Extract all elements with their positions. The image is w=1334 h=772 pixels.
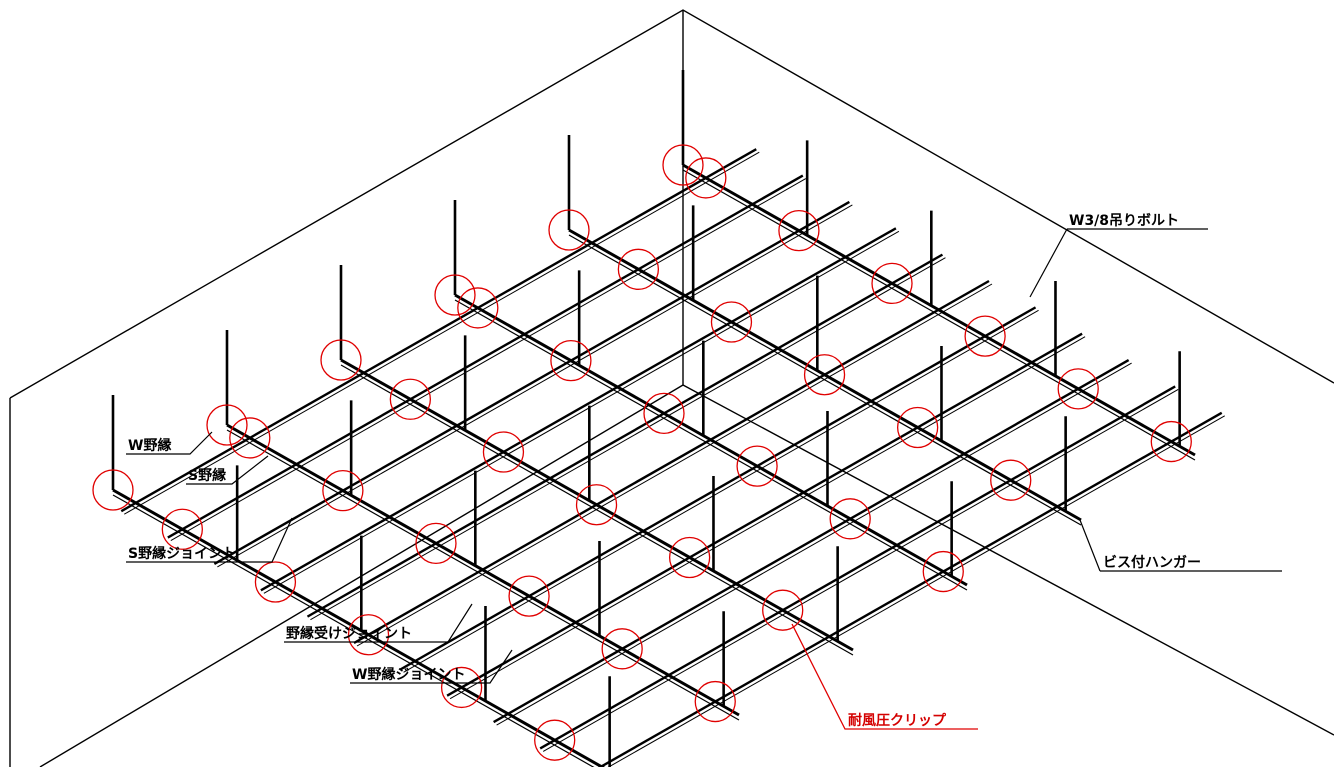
- clip-marker-icon: [508, 575, 550, 617]
- clip-marker-icon: [643, 392, 685, 435]
- runner-edge: [356, 283, 993, 647]
- clip-marker-icon: [575, 484, 618, 526]
- runner-line: [493, 359, 1130, 724]
- carrier-edge: [454, 299, 968, 591]
- carrier-line: [226, 423, 740, 717]
- clip-marker-icon: [550, 340, 592, 382]
- carrier-line: [112, 488, 614, 772]
- w-runner-leader: [126, 431, 213, 455]
- clip-marker-icon: [871, 262, 913, 305]
- clip-marker-icon: [668, 536, 711, 579]
- clip-marker-icon: [662, 144, 704, 186]
- s-joint-label: S野縁ジョイント: [128, 545, 236, 562]
- clip-marker-icon: [548, 209, 590, 251]
- runner-edge: [124, 151, 760, 515]
- hanger-label: ビス付ハンガー: [1103, 554, 1201, 571]
- carrier-edge: [112, 494, 604, 772]
- runner-edge: [170, 178, 807, 541]
- clip-label: 耐風圧クリップ: [848, 712, 947, 729]
- w-runner-label: W野縁: [128, 437, 171, 454]
- clip-marker-icon: [440, 666, 483, 709]
- clip-marker-icon: [389, 378, 432, 420]
- w-joint-leader: [350, 649, 513, 684]
- clip-marker-icon: [229, 417, 271, 459]
- clip-marker-icon: [762, 589, 804, 631]
- clip-leader: [791, 623, 978, 730]
- clip-marker-icon: [601, 628, 643, 670]
- s-runner-label: S野縁: [188, 467, 226, 484]
- room-walls: [9, 9, 1334, 768]
- clip-marker-icon: [322, 469, 364, 512]
- runner-line: [353, 279, 990, 645]
- runner-line: [260, 227, 897, 592]
- runner-edge: [542, 389, 1179, 752]
- carrier-edge: [682, 169, 1196, 461]
- clip-marker-icon: [922, 550, 964, 593]
- clip-marker-icon: [617, 248, 660, 290]
- carrier-line: [568, 228, 1082, 522]
- clip-markers: [92, 144, 1192, 761]
- clip-marker-icon: [534, 719, 576, 761]
- runner-edge: [310, 257, 946, 621]
- clip-marker-icon: [206, 404, 248, 446]
- ceiling-edge-line: [9, 9, 1334, 399]
- carrier-joint-label: 野縁受けジョイント: [286, 625, 412, 642]
- runner-line: [306, 253, 944, 618]
- clip-marker-icon: [990, 459, 1032, 501]
- runner-edge: [598, 415, 1225, 772]
- clip-marker-icon: [1057, 368, 1099, 410]
- runner-line: [399, 306, 1037, 671]
- clip-marker-icon: [415, 522, 457, 565]
- floor-right-line: [682, 384, 1334, 736]
- runner-line: [120, 148, 757, 513]
- runner-edge: [449, 336, 1086, 700]
- s-joint-leader: [126, 517, 293, 563]
- clip-marker-icon: [694, 680, 736, 723]
- carrier-joint-leader: [284, 603, 473, 643]
- clip-marker-icon: [964, 315, 1006, 357]
- clip-marker-icon: [736, 445, 778, 487]
- clip-marker-icon: [320, 339, 362, 381]
- hanger-leader: [1079, 519, 1101, 572]
- clip-marker-icon: [92, 469, 134, 511]
- runner-edge: [496, 362, 1132, 726]
- clip-marker-icon: [1150, 420, 1192, 463]
- carrier-edge: [568, 234, 1082, 526]
- clip-marker-icon: [457, 287, 499, 329]
- runner-line: [589, 411, 1223, 772]
- clip-marker-icon: [161, 508, 203, 550]
- runner-line: [213, 200, 850, 565]
- bolt-label: W3/8吊りボルト: [1069, 213, 1179, 229]
- ceiling-runners: [120, 148, 1225, 772]
- runner-line: [167, 174, 804, 539]
- leader-lines: [126, 228, 1282, 684]
- carrier-edge: [340, 364, 854, 656]
- clip-marker-icon: [254, 561, 297, 603]
- bolt-leader: [1029, 228, 1068, 298]
- clip-marker-icon: [685, 157, 727, 199]
- clip-marker-icon: [778, 210, 820, 252]
- clip-marker-icon: [710, 301, 753, 343]
- carrier-line: [682, 163, 1196, 457]
- s-runner-leader: [186, 455, 269, 485]
- clip-marker-icon: [829, 498, 871, 540]
- ceiling-carriers: [112, 163, 1196, 772]
- w-joint-label: W野縁ジョイント: [352, 666, 465, 683]
- clip-marker-icon: [803, 354, 846, 396]
- clip-marker-icon: [896, 406, 939, 449]
- clip-marker-icon: [482, 431, 525, 473]
- runner-edge: [403, 309, 1039, 673]
- clip-marker-icon: [347, 614, 390, 656]
- carrier-line: [340, 358, 854, 652]
- runner-edge: [217, 204, 853, 568]
- carrier-edge: [226, 429, 740, 721]
- runner-edge: [263, 230, 900, 594]
- carrier-line: [454, 293, 968, 587]
- clip-marker-icon: [434, 274, 476, 316]
- runner-line: [539, 385, 1176, 750]
- runner-line: [446, 332, 1083, 697]
